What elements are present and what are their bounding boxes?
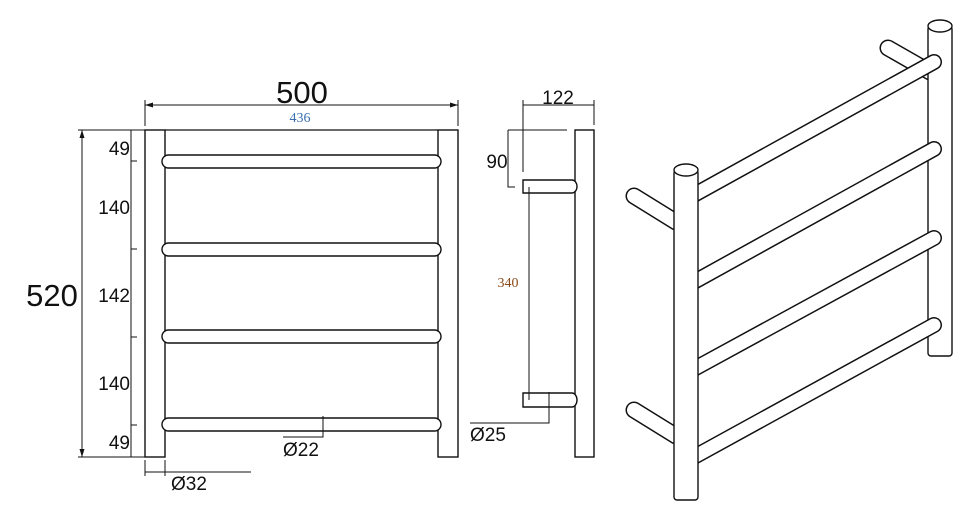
isometric-view	[625, 19, 953, 501]
overall-height-label: 520	[26, 278, 78, 313]
rail	[161, 242, 442, 257]
inner-width-label: 436	[290, 111, 311, 126]
spacing-label: 140	[98, 198, 130, 219]
bottom-bracket	[522, 392, 578, 408]
iso-right-post	[927, 25, 953, 357]
rail	[161, 154, 442, 169]
bracket-spacing-label: 340	[498, 276, 519, 291]
side-view: 122 90 340 Ø25	[470, 88, 595, 458]
depth-label: 122	[542, 88, 574, 109]
left-post	[144, 129, 166, 458]
rail-diameter-label: Ø22	[283, 440, 319, 461]
bracket-diameter-label: Ø25	[470, 425, 506, 446]
side-post	[574, 129, 595, 458]
iso-left-post	[673, 169, 699, 501]
right-post	[437, 129, 459, 458]
spacing-label: 49	[109, 139, 130, 160]
spacing-label: 49	[109, 433, 130, 454]
rail	[161, 329, 442, 344]
top-offset-label: 90	[486, 152, 507, 173]
overall-width-label: 500	[276, 75, 328, 110]
spacing-label: 142	[98, 286, 130, 307]
front-view: 500 436 520 49 140 142 140 49 Ø22 Ø32	[26, 75, 459, 495]
spacing-label: 140	[98, 374, 130, 395]
rail	[161, 417, 442, 432]
top-bracket	[522, 179, 578, 194]
post-diameter-label: Ø32	[171, 474, 207, 495]
iso-rails	[625, 54, 942, 466]
